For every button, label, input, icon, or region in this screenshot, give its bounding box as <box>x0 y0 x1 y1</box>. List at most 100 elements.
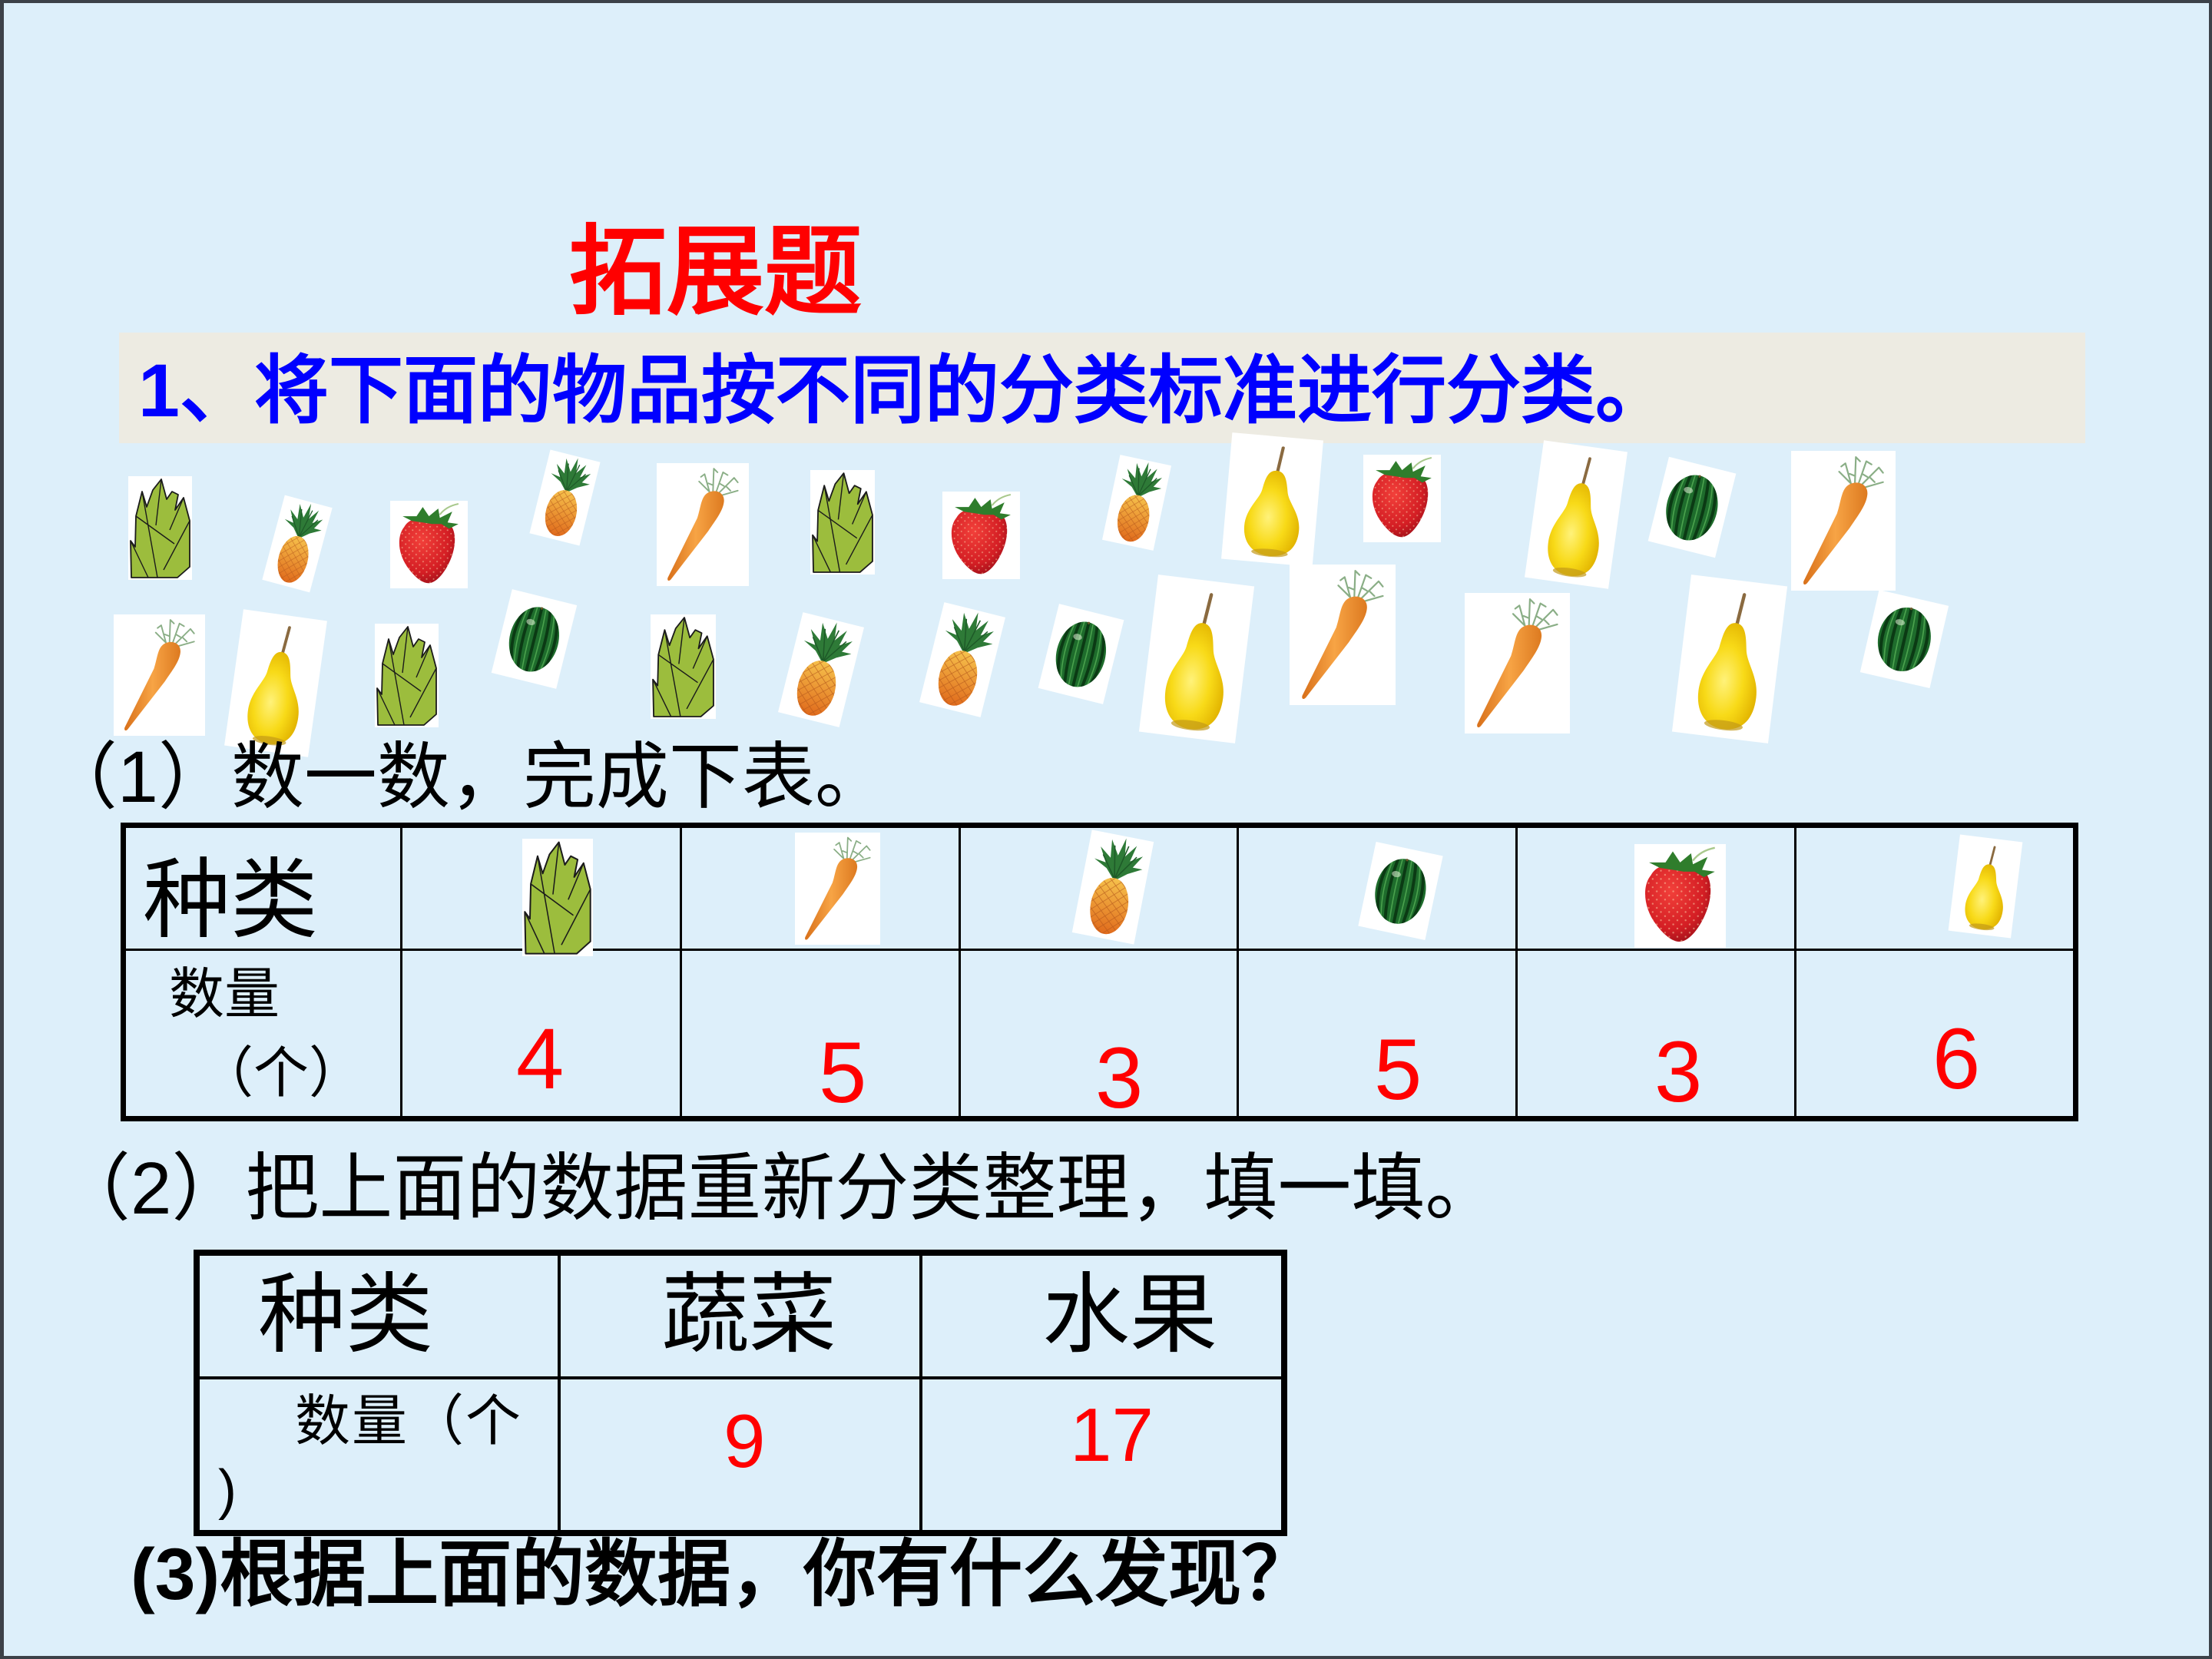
quantity-label: 数量 <box>169 964 280 1025</box>
part3-prompt: (3)根据上面的数据，你有什么发现？ <box>131 1534 1315 1615</box>
count-value: 4 <box>516 1011 565 1107</box>
count-value: 5 <box>819 1025 867 1121</box>
count-value-vegetables: 9 <box>724 1399 766 1483</box>
pineapple-icon <box>1080 832 1148 940</box>
item-card <box>390 501 468 588</box>
table-answer-cell: 9 <box>561 1379 922 1530</box>
watermelon-icon <box>1358 842 1442 940</box>
pear-icon <box>1221 432 1323 567</box>
strawberry-icon <box>1644 846 1716 943</box>
frame-bottom-edge <box>0 1656 2212 1659</box>
pineapple-icon <box>1108 457 1167 547</box>
item-card <box>1101 455 1172 551</box>
table-answer-cell: 3 <box>961 951 1239 1121</box>
count-value: 6 <box>1932 1011 1981 1107</box>
count-table: 种类 数量 （个） 4 5 3 <box>121 823 2078 1121</box>
table-label-cell: 数量 （个） <box>126 951 402 1116</box>
slide-title: 拓展题 <box>569 214 863 329</box>
table-answer-cell: 4 <box>402 951 682 1116</box>
item-card <box>1138 575 1255 743</box>
quantity-label-wrap: ) <box>218 1459 237 1521</box>
item-card <box>795 833 880 945</box>
item-card <box>1525 440 1628 589</box>
part2-prompt: （2）把上面的数据重新分类整理，填一填。 <box>57 1147 1499 1230</box>
table-header-cell: 蔬菜 <box>561 1256 922 1379</box>
table-answer-cell: 6 <box>1796 951 2073 1116</box>
table-header-cell: 种类 <box>200 1256 561 1379</box>
frame-left-edge <box>0 0 4 1659</box>
table-label-cell: 数量（个 ) <box>200 1379 561 1530</box>
table-header-cell <box>682 828 961 951</box>
item-card <box>657 463 749 586</box>
item-card <box>1671 575 1788 743</box>
pineapple-icon <box>786 615 859 723</box>
row-header-label: 种类 <box>143 849 319 951</box>
strawberry-icon <box>1371 457 1432 538</box>
item-card <box>1859 589 1949 689</box>
item-card <box>1221 432 1323 567</box>
item-card <box>1358 841 1443 941</box>
table-header-cell <box>402 828 682 956</box>
watermelon-icon <box>1038 604 1124 704</box>
item-card <box>1290 565 1396 705</box>
table-answer-cell: 17 <box>922 1379 1281 1530</box>
pineapple-icon <box>536 452 596 541</box>
count-value: 3 <box>1654 1024 1703 1120</box>
instruction-band: 1、将下面的物品按不同的分类标准进行分类。 <box>119 333 2085 443</box>
item-card <box>128 476 192 580</box>
carrot-icon <box>1802 456 1884 586</box>
item-card <box>1465 593 1570 733</box>
item-card <box>491 589 578 689</box>
item-card <box>1038 604 1124 704</box>
table-answer-cell: 5 <box>682 951 961 1116</box>
item-card <box>942 492 1020 579</box>
carrot-icon <box>804 836 871 941</box>
item-card <box>375 624 439 727</box>
item-card <box>1948 834 2023 939</box>
table-answer-cell: 5 <box>1239 951 1518 1116</box>
item-card <box>114 614 205 736</box>
count-value: 5 <box>1374 1022 1422 1118</box>
item-card <box>262 495 333 593</box>
table-header-cell <box>1796 828 2073 951</box>
item-card <box>1791 451 1896 591</box>
carrot-icon <box>124 619 195 732</box>
bamboo-shoot-icon <box>130 478 190 578</box>
unit-label: （个） <box>198 1043 365 1104</box>
pear-icon <box>1672 575 1787 743</box>
count-value-fruits: 17 <box>1070 1392 1154 1477</box>
table-answer-cell: 3 <box>1518 951 1796 1116</box>
pineapple-icon <box>268 498 328 588</box>
item-card <box>1647 456 1737 558</box>
strawberry-icon <box>398 503 459 584</box>
item-card <box>522 839 593 956</box>
pear-icon <box>242 621 313 750</box>
item-card <box>1634 844 1726 948</box>
watermelon-icon <box>1648 457 1737 558</box>
count-value: 3 <box>1095 1030 1144 1126</box>
bamboo-shoot-icon <box>652 617 714 717</box>
item-card <box>529 449 601 546</box>
carrot-icon <box>1301 570 1384 700</box>
watermelon-icon <box>1860 590 1949 688</box>
table-header-cell: 种类 <box>126 828 402 951</box>
item-card <box>810 470 875 575</box>
category-label-vegetables: 蔬菜 <box>661 1263 837 1366</box>
row-header-label: 种类 <box>258 1263 434 1366</box>
table-header-cell <box>961 828 1239 951</box>
instruction-text: 1、将下面的物品按不同的分类标准进行分类。 <box>138 349 1670 432</box>
carrot-icon <box>667 468 739 581</box>
pineapple-icon <box>927 605 1000 713</box>
quantity-label: 数量（个 <box>295 1391 523 1452</box>
carrot-icon <box>1476 598 1558 729</box>
category-label-fruits: 水果 <box>1042 1263 1218 1366</box>
table-header-cell: 水果 <box>922 1256 1281 1379</box>
pear-icon <box>1139 575 1254 743</box>
frame-top-edge <box>0 0 2212 3</box>
item-card <box>651 614 716 719</box>
item-card <box>778 612 864 727</box>
watermelon-icon <box>492 589 578 689</box>
pear-icon <box>1961 843 2012 934</box>
bamboo-shoot-icon <box>524 841 591 955</box>
